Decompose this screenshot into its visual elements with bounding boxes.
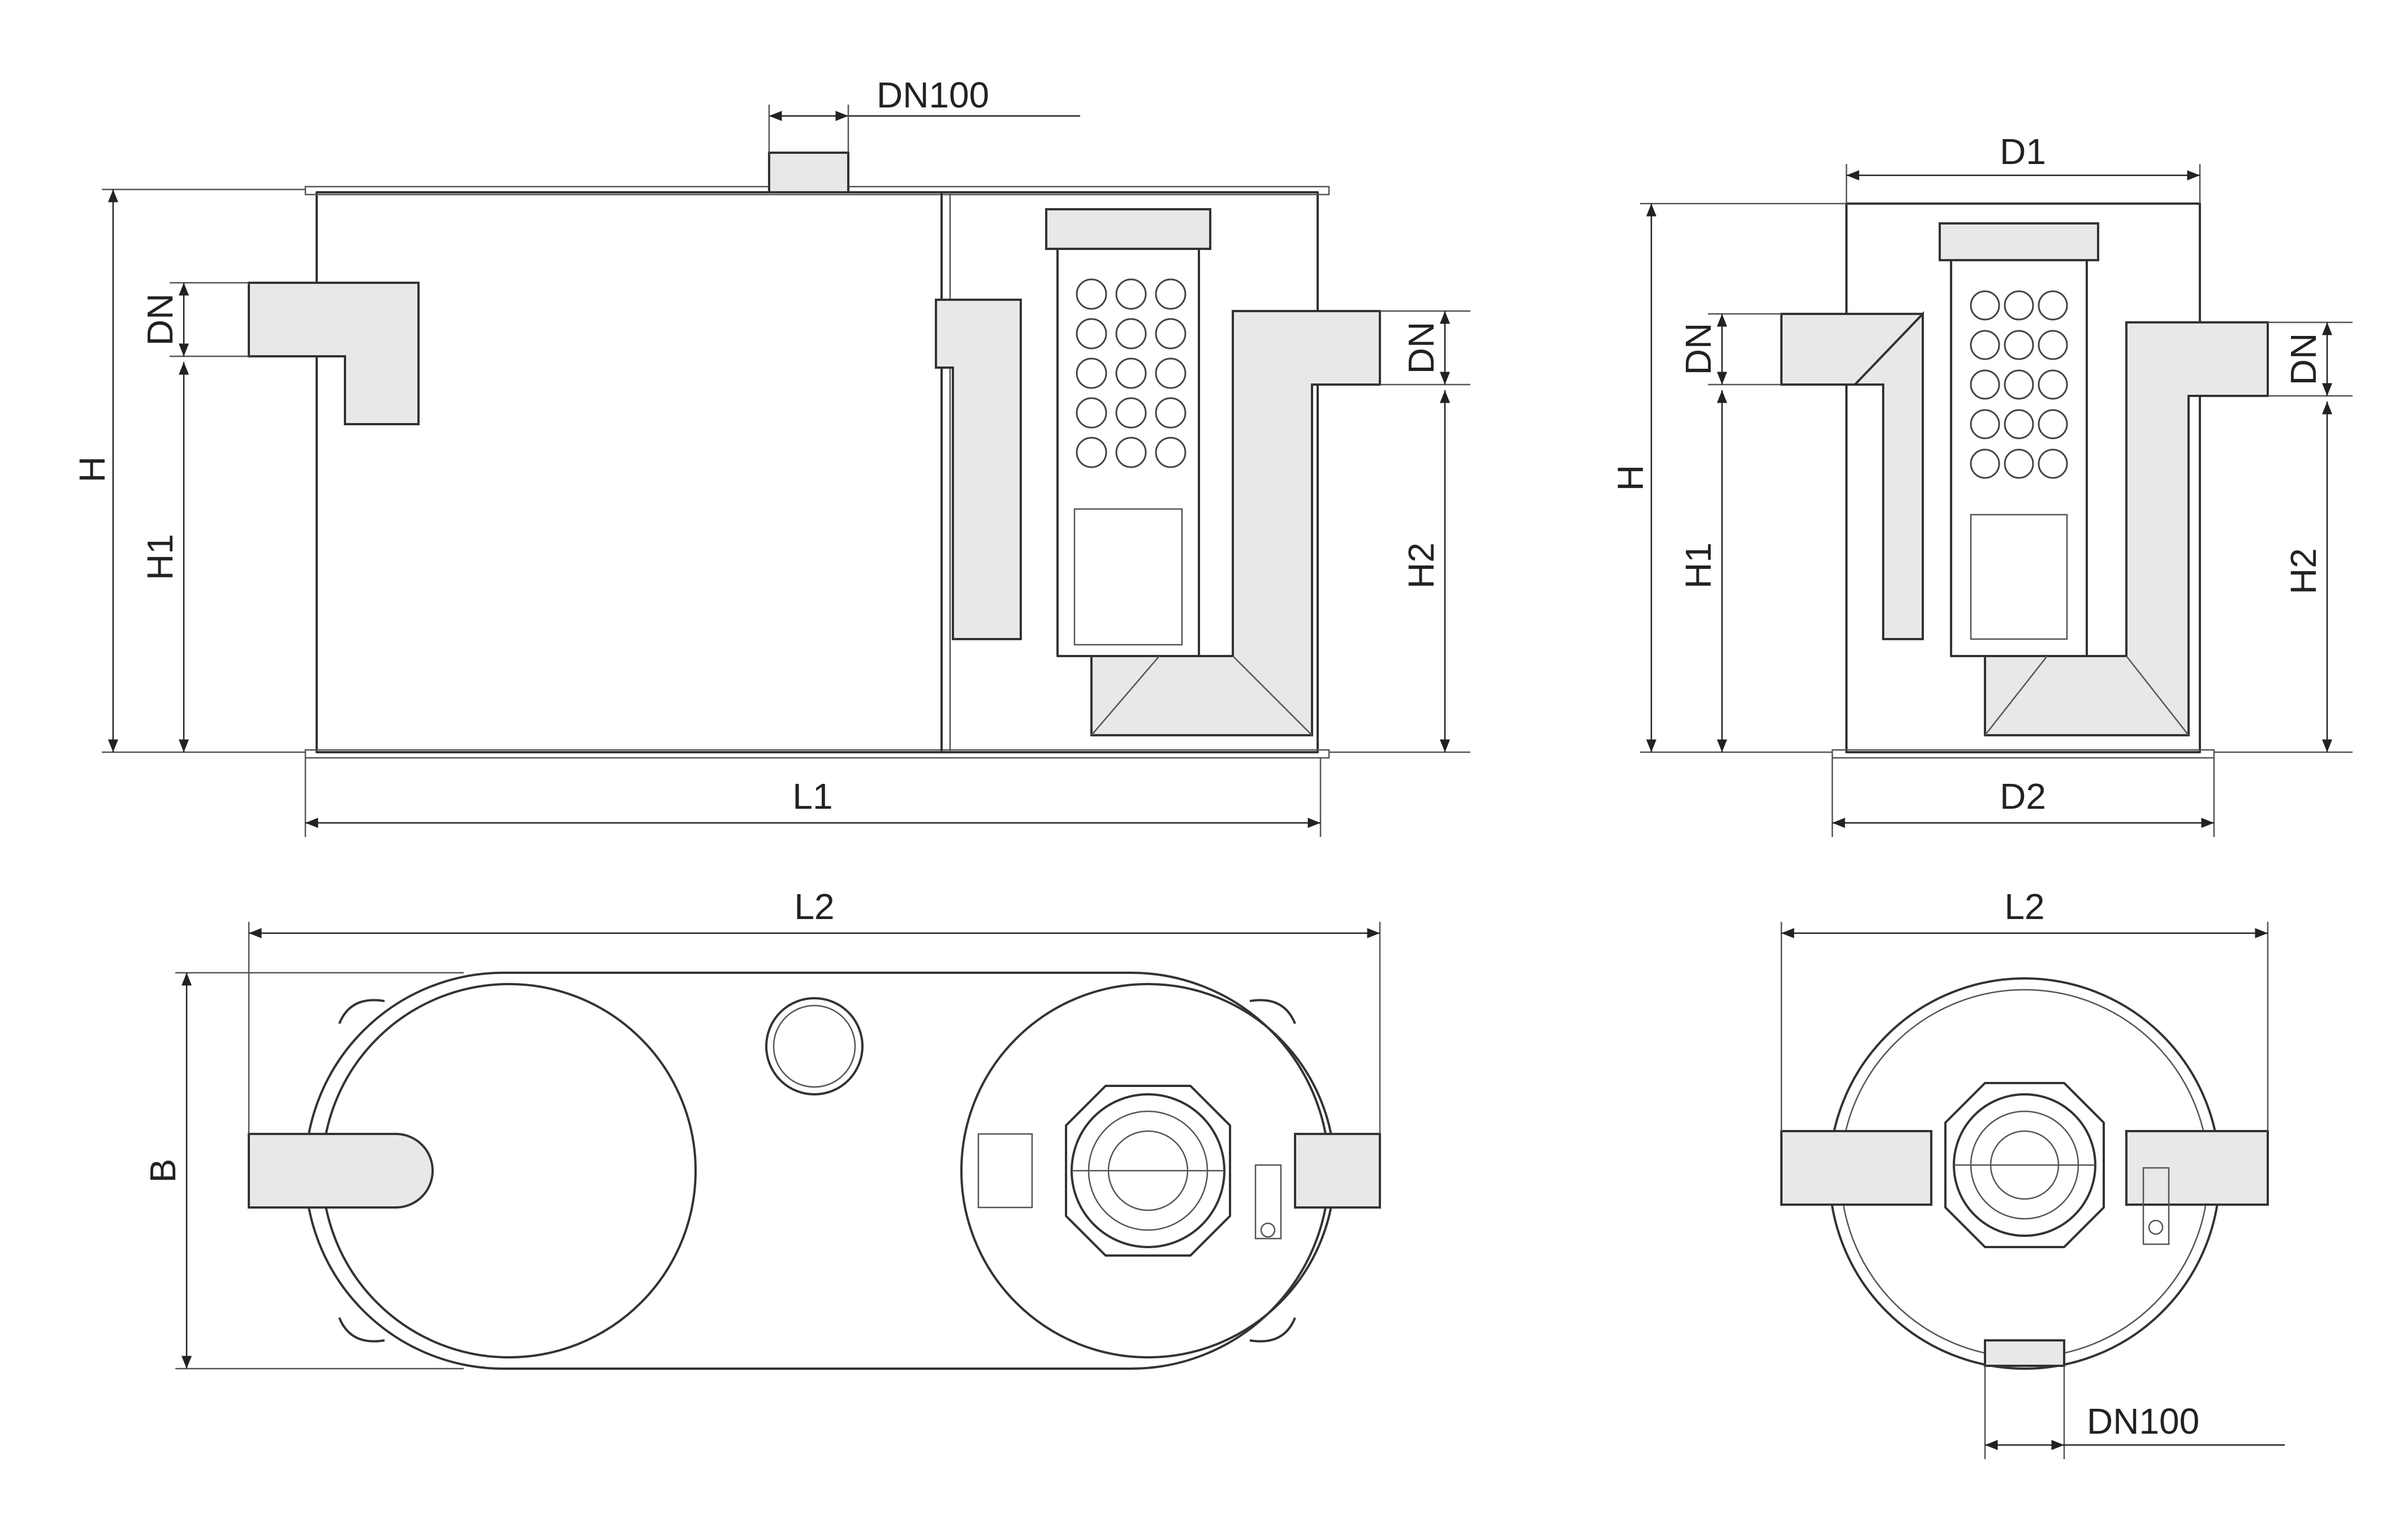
label-end-h: H [1610, 465, 1651, 491]
tank-body-end [1845, 202, 2201, 753]
label-round-plan-dn100: DN100 [2087, 1401, 2199, 1442]
label-plan-b: B [143, 1159, 183, 1183]
label-plan-l2: L2 [794, 886, 834, 927]
top-opening [765, 997, 864, 1095]
label-end-dn-inlet: DN [1678, 323, 1719, 375]
plan-outlet [1294, 1133, 1381, 1209]
label-end-d2: D2 [2000, 776, 2046, 817]
top-pipe-dn100 [768, 152, 849, 193]
label-end-dn-outlet: DN [2283, 333, 2324, 385]
end-section-view: D1 H DN H1 DN H2 D2 [1610, 131, 2353, 837]
label-side-dn100: DN100 [877, 75, 989, 115]
label-round-plan-l2: L2 [2004, 886, 2044, 927]
label-end-h2: H2 [2283, 548, 2324, 594]
filter-lid-plan [1065, 1085, 1231, 1257]
label-side-dn-outlet: DN [1401, 322, 1442, 374]
label-side-h2: H2 [1401, 542, 1442, 589]
baffle [935, 299, 1022, 640]
label-side-h: H [72, 456, 113, 482]
label-side-l1: L1 [792, 776, 832, 817]
filter-basket-side [1045, 208, 1211, 657]
label-end-d1: D1 [2000, 131, 2046, 172]
filter-basket-end [1939, 222, 2099, 657]
label-end-h1: H1 [1678, 542, 1719, 589]
label-side-h1: H1 [140, 534, 180, 580]
side-section-view: DN100 H DN H1 DN H2 L1 [72, 75, 1470, 837]
inlet-elbow [248, 282, 420, 425]
round-plan-view: L2 DN100 [1780, 886, 2285, 1459]
filter-lid-round-plan [1944, 1082, 2105, 1248]
plan-inlet [248, 1133, 434, 1209]
round-plan-inlet [1780, 1130, 1932, 1206]
round-plan-dn100-stub [1984, 1339, 2065, 1367]
plan-view: L2 B [143, 886, 1381, 1370]
label-side-dn-inlet: DN [140, 294, 180, 346]
